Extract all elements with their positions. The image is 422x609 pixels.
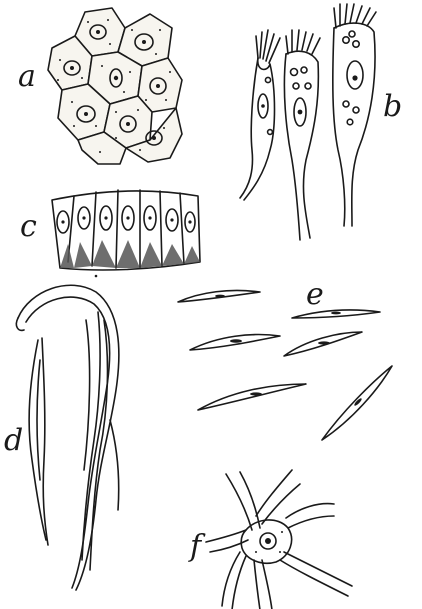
label-c: c bbox=[20, 212, 37, 242]
label-a: a bbox=[18, 62, 36, 92]
label-e: e bbox=[306, 280, 324, 310]
label-f: f bbox=[190, 532, 201, 562]
hexagonal-cells-drawing bbox=[48, 8, 182, 164]
label-d: d bbox=[4, 426, 23, 456]
label-b: b bbox=[383, 92, 402, 122]
spindle-cells-drawing bbox=[178, 290, 392, 440]
ciliated-cells-drawing bbox=[240, 4, 376, 240]
fibres-drawing bbox=[16, 285, 118, 590]
stellate-cell-drawing bbox=[206, 470, 352, 609]
columnar-epithelium-drawing bbox=[52, 190, 200, 277]
